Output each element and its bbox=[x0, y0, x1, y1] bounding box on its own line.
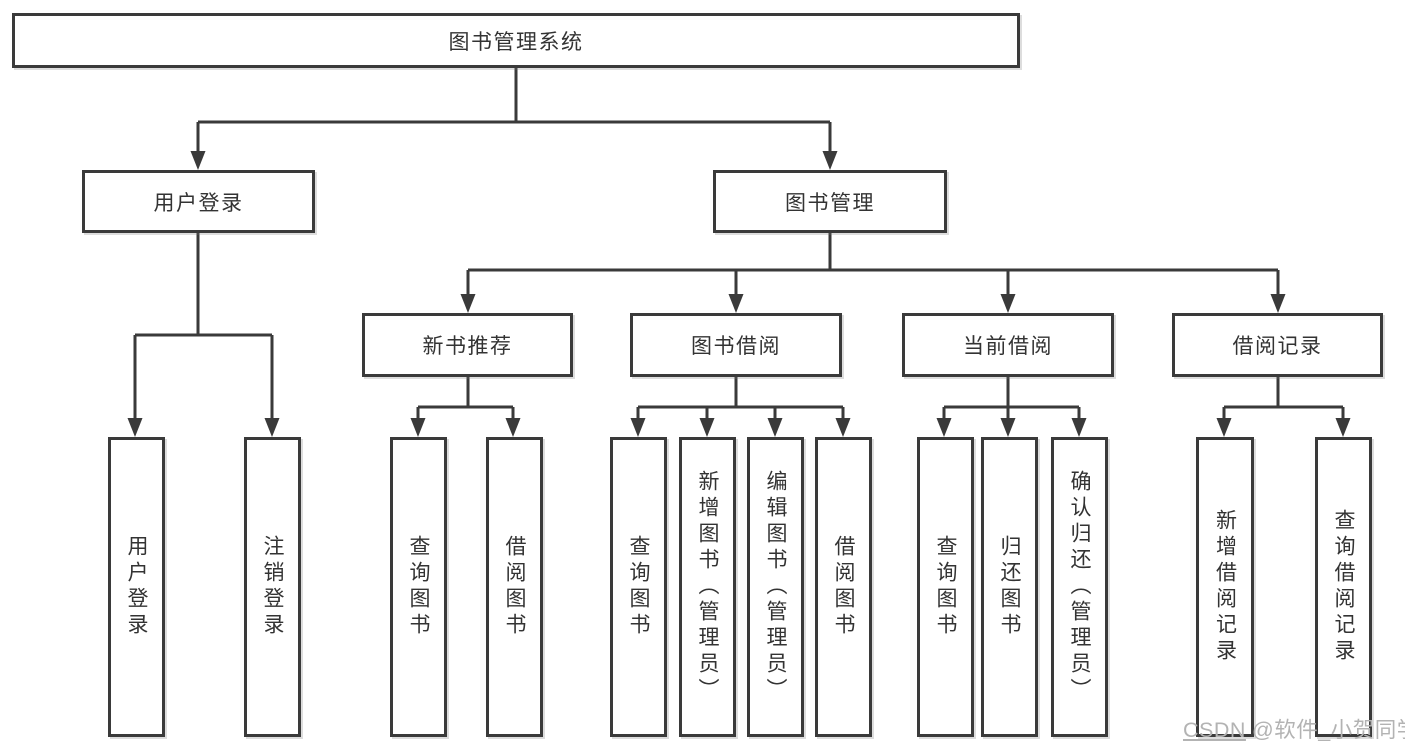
node-new-book-recommend: 新书推荐 bbox=[362, 313, 573, 377]
node-borrowing-records: 借阅记录 bbox=[1172, 313, 1383, 377]
node-leaf-return-books: 归还图书 bbox=[981, 437, 1038, 737]
watermark-site: CSDN bbox=[1183, 718, 1246, 742]
node-label: 借阅图书 bbox=[832, 535, 855, 639]
node-label: 当前借阅 bbox=[963, 335, 1053, 358]
node-label: 查询借阅记录 bbox=[1332, 509, 1355, 665]
node-label: 借阅图书 bbox=[503, 535, 526, 639]
node-leaf-add-borrow-record: 新增借阅记录 bbox=[1196, 437, 1254, 737]
node-leaf-query-books-borrowing: 查询图书 bbox=[610, 437, 667, 737]
watermark-handle: @软件_小贺同学 bbox=[1251, 718, 1405, 742]
node-label: 编辑图书（管理员） bbox=[764, 470, 787, 704]
node-label: 图书管理系统 bbox=[448, 30, 584, 54]
node-label: 新增借阅记录 bbox=[1213, 509, 1237, 665]
node-label: 查询图书 bbox=[934, 535, 957, 639]
node-leaf-confirm-return-admin: 确认归还（管理员） bbox=[1051, 437, 1108, 737]
node-label: 归还图书 bbox=[998, 535, 1021, 639]
node-leaf-borrow-books-recommend: 借阅图书 bbox=[486, 437, 543, 737]
node-label: 用户登录 bbox=[153, 191, 244, 215]
node-library-management-system: 图书管理系统 bbox=[12, 13, 1020, 68]
node-label: 用户登录 bbox=[125, 535, 148, 639]
node-leaf-edit-books-admin: 编辑图书（管理员） bbox=[747, 437, 804, 737]
node-user-login-group: 用户登录 bbox=[82, 170, 315, 233]
node-label: 新书推荐 bbox=[422, 335, 513, 358]
csdn-watermark: CSDN@软件_小贺同学 bbox=[1183, 713, 1405, 744]
node-label: 查询图书 bbox=[407, 535, 430, 639]
node-label: 新增图书（管理员） bbox=[696, 470, 719, 704]
node-leaf-logout: 注销登录 bbox=[244, 437, 301, 737]
node-leaf-query-books-current: 查询图书 bbox=[917, 437, 974, 737]
node-leaf-query-books-recommend: 查询图书 bbox=[390, 437, 447, 737]
node-book-management: 图书管理 bbox=[713, 170, 947, 233]
node-label: 图书管理 bbox=[785, 191, 875, 215]
node-leaf-user-login: 用户登录 bbox=[108, 437, 165, 737]
arrowheads bbox=[127, 151, 1351, 437]
node-leaf-add-books-admin: 新增图书（管理员） bbox=[679, 437, 736, 737]
node-label: 借阅记录 bbox=[1232, 335, 1323, 358]
node-label: 注销登录 bbox=[261, 535, 284, 639]
node-book-borrowing: 图书借阅 bbox=[630, 313, 842, 377]
node-leaf-query-borrow-record: 查询借阅记录 bbox=[1315, 437, 1372, 737]
node-leaf-borrow-books: 借阅图书 bbox=[815, 437, 872, 737]
node-label: 图书借阅 bbox=[691, 335, 781, 358]
node-label: 查询图书 bbox=[627, 535, 650, 639]
node-current-borrowing: 当前借阅 bbox=[902, 313, 1114, 377]
node-label: 确认归还（管理员） bbox=[1068, 470, 1091, 704]
